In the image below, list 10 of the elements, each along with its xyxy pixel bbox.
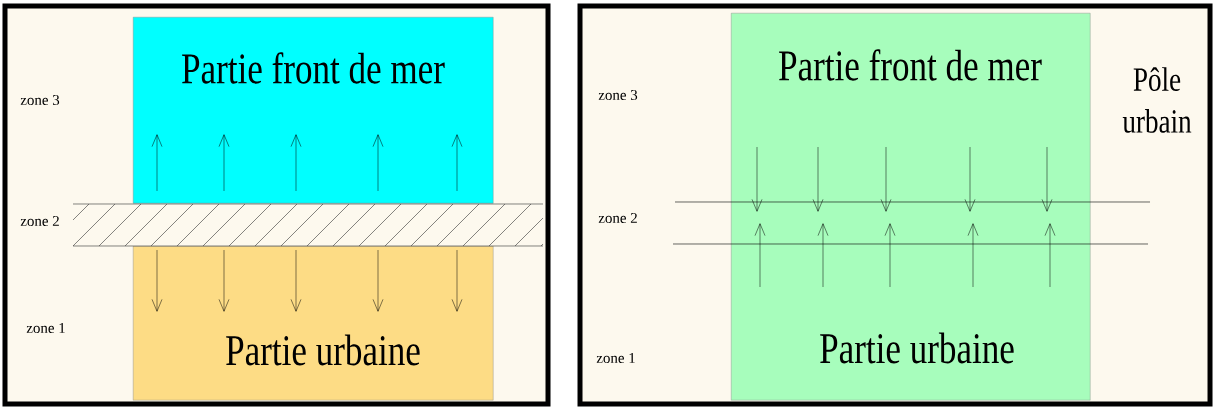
zone-box: Partie front de mer Partie urbaine bbox=[731, 13, 1091, 401]
zone-label: zone 2 bbox=[598, 213, 637, 223]
zone-label: zone 3 bbox=[20, 95, 60, 105]
zone-label: zone 1 bbox=[26, 323, 65, 333]
zone-box: Partie urbaine bbox=[133, 246, 494, 401]
zone-label: zone 1 bbox=[596, 353, 635, 363]
area-label: Pôle urbain bbox=[1122, 67, 1192, 133]
zone-label: zone 2 bbox=[20, 216, 59, 226]
zone-label: zone 3 bbox=[598, 90, 638, 100]
zone-box: Partie front de mer bbox=[133, 17, 494, 204]
